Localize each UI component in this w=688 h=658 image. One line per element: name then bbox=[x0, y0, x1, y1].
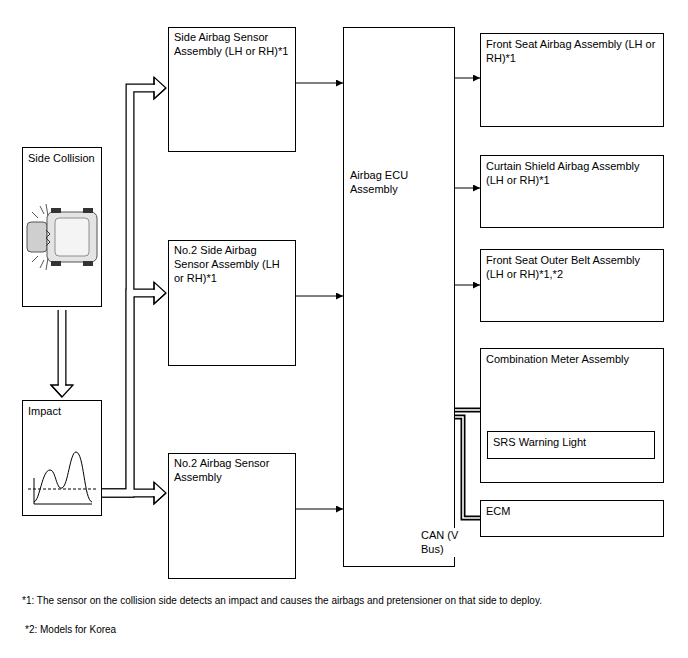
arrowhead-outline bbox=[51, 385, 73, 397]
sensor-box: Side Airbag Sensor Assembly (LH or RH)*1 bbox=[168, 27, 296, 152]
connector-inner bbox=[59, 310, 66, 386]
signal-arrow bbox=[296, 296, 343, 297]
node-label: Combination Meter Assembly bbox=[486, 353, 659, 367]
output-box: ECM bbox=[480, 500, 664, 537]
connector-inner bbox=[102, 490, 155, 497]
event-box: Side Collision bbox=[22, 147, 102, 307]
output-box: Combination Meter AssemblySRS Warning Li… bbox=[480, 348, 664, 483]
impact-graph bbox=[28, 452, 96, 504]
node-label: ECM bbox=[486, 505, 659, 519]
connector-inner bbox=[455, 417, 480, 518]
signal-arrow bbox=[296, 509, 343, 510]
footnote: *1: The sensor on the collision side det… bbox=[22, 594, 682, 607]
node-label: Impact bbox=[28, 405, 97, 419]
node-label: Front Seat Airbag Assembly (LH or RH)*1 bbox=[486, 38, 659, 66]
bus-label: CAN (V Bus) bbox=[420, 528, 460, 557]
impact-arrow bbox=[102, 489, 155, 498]
node-label: No.2 Airbag Sensor Assembly bbox=[174, 457, 291, 485]
node-label: Side Airbag Sensor Assembly (LH or RH)*1 bbox=[174, 31, 291, 59]
output-box: Front Seat Outer Belt Assembly (LH or RH… bbox=[480, 249, 664, 322]
connector-inner bbox=[102, 293, 155, 493]
arrowhead-outline bbox=[154, 282, 166, 304]
node-label: Side Collision bbox=[28, 152, 97, 166]
collision-illustration bbox=[27, 204, 97, 270]
footnote: *2: Models for Korea bbox=[25, 623, 325, 636]
event-box: Impact bbox=[22, 400, 102, 516]
arrowhead-outline bbox=[154, 482, 166, 504]
sensor-box: No.2 Side Airbag Sensor Assembly (LH or … bbox=[168, 240, 296, 366]
can-bus-line bbox=[455, 417, 480, 518]
arrowhead-outline bbox=[154, 77, 166, 99]
output-box: Curtain Shield Airbag Assembly (LH or RH… bbox=[480, 155, 664, 228]
hollow-arrowhead bbox=[51, 385, 73, 397]
impact-arrow bbox=[102, 88, 155, 493]
impact-arrow bbox=[102, 293, 155, 493]
ecu-box: Airbag ECU Assembly bbox=[343, 27, 455, 567]
can-bus-line bbox=[455, 408, 480, 413]
node-label: Front Seat Outer Belt Assembly (LH or RH… bbox=[486, 254, 659, 282]
signal-arrow bbox=[455, 78, 480, 79]
node-label: SRS Warning Light bbox=[493, 436, 650, 450]
connector-inner bbox=[455, 409, 480, 411]
connector-inner bbox=[102, 88, 155, 493]
output-box: Front Seat Airbag Assembly (LH or RH)*1 bbox=[480, 33, 664, 127]
signal-arrow bbox=[296, 83, 343, 84]
hollow-arrowhead bbox=[154, 482, 166, 504]
node-label: Airbag ECU Assembly bbox=[350, 169, 449, 197]
sensor-box: No.2 Airbag Sensor Assembly bbox=[168, 453, 296, 579]
hollow-arrowhead bbox=[154, 282, 166, 304]
signal-arrow bbox=[455, 188, 480, 189]
node-label: No.2 Side Airbag Sensor Assembly (LH or … bbox=[174, 244, 291, 286]
impact-arrow bbox=[58, 310, 67, 386]
node-label: Curtain Shield Airbag Assembly (LH or RH… bbox=[486, 160, 659, 188]
warning-light-box: SRS Warning Light bbox=[487, 431, 655, 459]
signal-arrow bbox=[455, 285, 480, 286]
hollow-arrowhead bbox=[154, 77, 166, 99]
